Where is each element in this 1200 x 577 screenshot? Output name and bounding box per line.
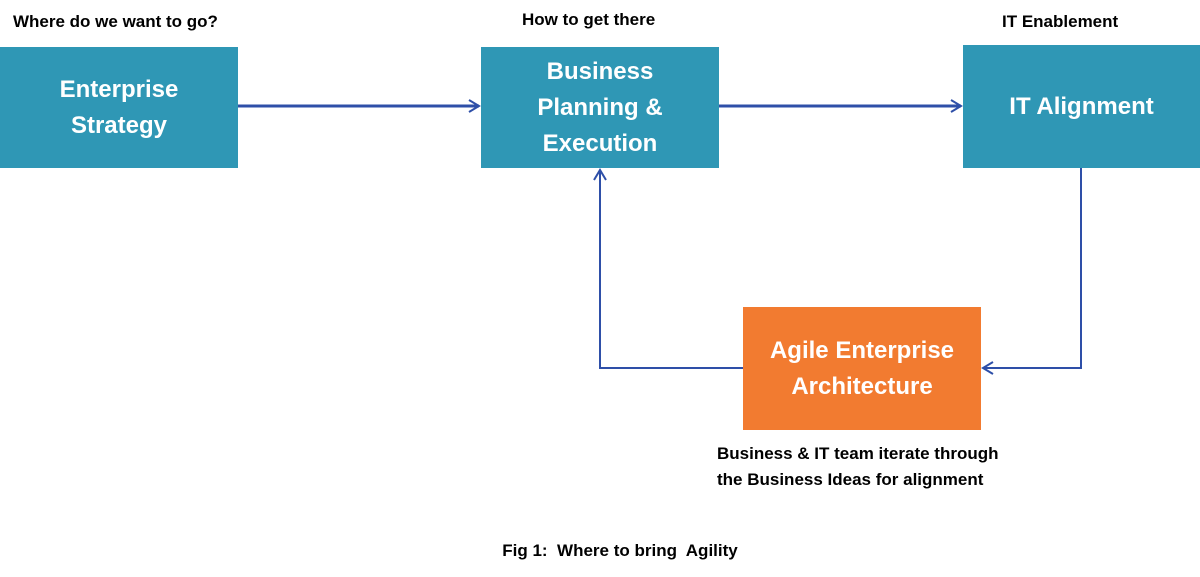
agile-ea-box: Agile Enterprise Architecture bbox=[743, 307, 981, 430]
arrow-it-alignment-to-agile-ea bbox=[981, 168, 1082, 375]
heading-it-enablement: IT Enablement bbox=[1002, 12, 1119, 31]
it-alignment-label: IT Alignment bbox=[1009, 92, 1154, 120]
enterprise-strategy-box: Enterprise Strategy bbox=[0, 47, 238, 168]
it-alignment-box: IT Alignment bbox=[963, 45, 1200, 168]
enterprise-strategy-label: Enterprise Strategy bbox=[59, 75, 179, 139]
iteration-note: Business & IT team iterate through the B… bbox=[717, 441, 999, 493]
arrow-agile-ea-to-planning bbox=[593, 168, 743, 369]
agile-ea-label: Agile Enterprise Architecture bbox=[769, 336, 955, 400]
heading-where-to-go: Where do we want to go? bbox=[13, 12, 218, 31]
figure-caption: Fig 1: Where to bring Agility bbox=[502, 541, 738, 560]
iteration-note-line-2: the Business Ideas for alignment bbox=[717, 470, 984, 489]
iteration-note-line-1: Business & IT team iterate through bbox=[717, 444, 999, 463]
heading-how-to-get-there: How to get there bbox=[522, 10, 656, 29]
business-planning-box: Business Planning & Execution bbox=[481, 47, 719, 168]
business-planning-label: Business Planning & Execution bbox=[537, 57, 663, 157]
